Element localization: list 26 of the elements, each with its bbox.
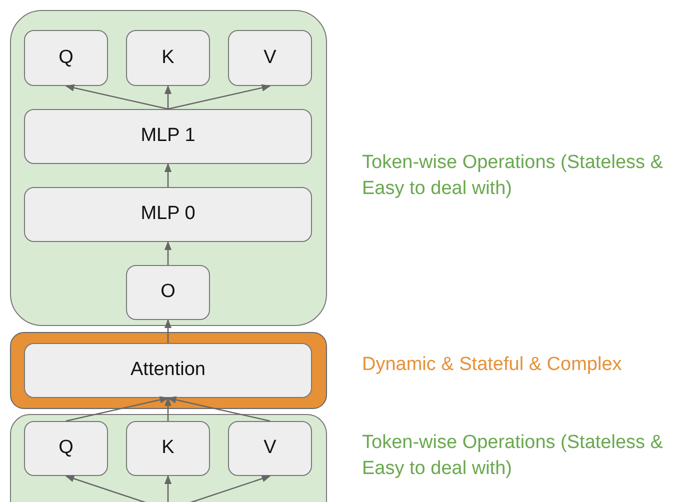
process-box: Q	[24, 30, 108, 86]
arrow	[164, 163, 172, 187]
process-box: K	[126, 30, 210, 86]
arrow	[168, 84, 271, 110]
arrow	[164, 397, 172, 421]
group-panel	[10, 10, 327, 326]
arrow	[167, 396, 270, 422]
arrow	[164, 319, 172, 343]
process-box: O	[126, 265, 210, 320]
side-note: Token-wise Operations (Stateless & Easy to deal with)	[362, 431, 664, 481]
process-box: V	[228, 421, 312, 476]
process-box: Attention	[24, 343, 312, 398]
process-box: V	[228, 30, 312, 86]
arrow	[65, 84, 168, 110]
arrow	[164, 241, 172, 265]
group-panel	[10, 332, 327, 409]
process-box: K	[126, 421, 210, 476]
side-note: Token-wise Operations (Stateless & Easy to deal with)	[362, 151, 664, 201]
process-box: Q	[24, 421, 108, 476]
arrow	[66, 396, 169, 422]
arrow	[164, 475, 172, 502]
process-box: MLP 0	[24, 187, 312, 242]
arrow	[164, 85, 172, 109]
group-panel	[10, 414, 327, 502]
process-box: MLP 1	[24, 109, 312, 164]
side-note: Dynamic & Stateful & Complex	[362, 353, 623, 377]
